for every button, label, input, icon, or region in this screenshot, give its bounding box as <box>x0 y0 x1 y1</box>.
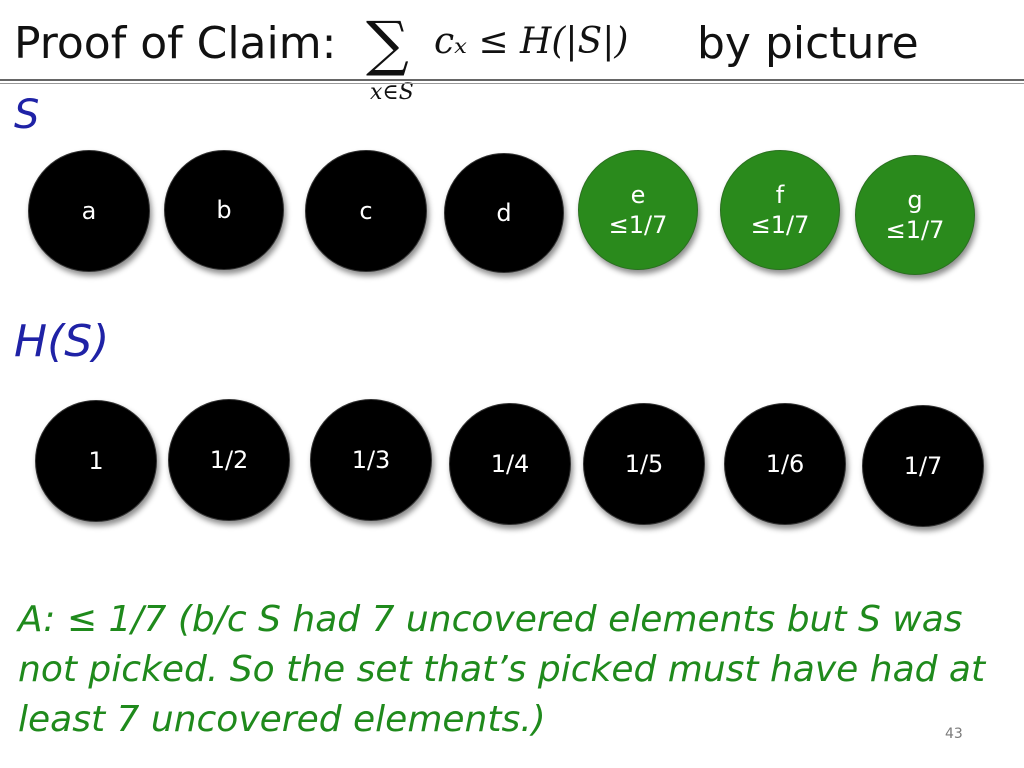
set-element-bound: ≤1/7 <box>885 216 945 244</box>
sigma-symbol: ∑ <box>366 9 409 79</box>
set-element-name: d <box>496 199 512 227</box>
harmonic-term-value: 1/7 <box>903 452 943 480</box>
title-suffix: by picture <box>697 18 919 69</box>
title-prefix: Proof of Claim: <box>14 18 337 69</box>
title-divider-thin <box>0 83 1024 84</box>
harmonic-term-value: 1/2 <box>209 446 249 474</box>
set-element-d: d <box>444 153 564 273</box>
formula-expression: cₓ ≤ H(|S|) <box>434 21 629 62</box>
sum-formula: ∑ cₓ ≤ H(|S|) x∈S <box>366 14 696 109</box>
title-divider <box>0 79 1024 81</box>
set-element-bound: ≤1/7 <box>750 211 810 239</box>
set-element-f: f ≤1/7 <box>720 150 840 270</box>
set-element-name: b <box>216 196 232 224</box>
set-element-name: a <box>81 197 97 225</box>
harmonic-term-4: 1/4 <box>449 403 571 525</box>
harmonic-term-value: 1/6 <box>765 450 805 478</box>
set-element-name: e <box>630 181 646 209</box>
set-element-c: c <box>305 150 427 272</box>
set-element-name: g <box>907 186 923 214</box>
answer-text: A: ≤ 1/7 (b/c S had 7 uncovered elements… <box>18 599 986 740</box>
harmonic-term-value: 1/3 <box>351 446 391 474</box>
harmonic-term-value: 1/4 <box>490 450 530 478</box>
slide-number: 43 <box>945 726 963 742</box>
set-element-bound: ≤1/7 <box>608 211 668 239</box>
harmonic-term-value: 1/5 <box>624 450 664 478</box>
harmonic-term-6: 1/6 <box>724 403 846 525</box>
harmonic-term-value: 1 <box>88 447 104 475</box>
harmonic-term-5: 1/5 <box>583 403 705 525</box>
set-element-e: e ≤1/7 <box>578 150 698 270</box>
harmonic-term-3: 1/3 <box>310 399 432 521</box>
set-label: S <box>14 92 40 138</box>
formula-subscript: x∈S <box>370 80 414 105</box>
harmonic-term-7: 1/7 <box>862 405 984 527</box>
set-element-a: a <box>28 150 150 272</box>
harmonic-term-2: 1/2 <box>168 399 290 521</box>
harmonic-label: H(S) <box>14 316 110 367</box>
set-element-g: g ≤1/7 <box>855 155 975 275</box>
set-element-b: b <box>164 150 284 270</box>
set-element-name: c <box>359 197 373 225</box>
harmonic-term-1: 1 <box>35 400 157 522</box>
set-element-name: f <box>775 181 785 209</box>
